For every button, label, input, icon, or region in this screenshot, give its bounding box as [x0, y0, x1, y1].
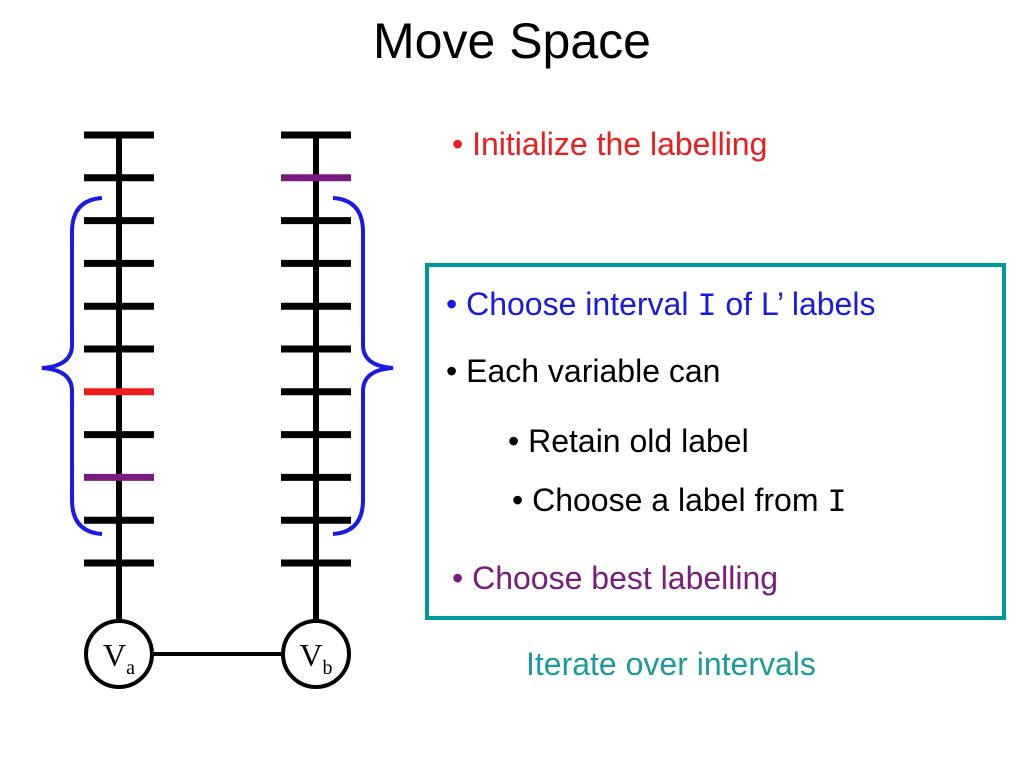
va-label-ticks — [84, 131, 154, 567]
node-va: Va — [84, 619, 154, 689]
node-vb-letter: V — [299, 637, 322, 673]
bullet-retain-old-label: • Retain old label — [508, 423, 749, 459]
bullet-each-variable: • Each variable can — [446, 353, 721, 389]
node-vb-subscript: b — [323, 657, 333, 679]
interval-brace-left — [41, 196, 103, 536]
bullet-choose-label-from: • Choose a label from I — [512, 482, 847, 521]
interval-symbol: I — [697, 288, 717, 325]
interval-symbol-2: I — [827, 484, 847, 521]
bullet-choose-interval: • Choose interval I of L’ labels — [446, 286, 875, 325]
node-vb: Vb — [281, 619, 351, 689]
svg-text:Va: Va — [103, 637, 135, 679]
node-va-letter: V — [103, 637, 126, 673]
page-title: Move Space — [373, 13, 651, 69]
iterate-caption: Iterate over intervals — [526, 646, 816, 682]
choose-interval-prefix: • Choose interval — [446, 286, 698, 322]
interval-brace-right — [332, 196, 394, 536]
bullet-choose-best: • Choose best labelling — [452, 560, 779, 596]
interval-box — [425, 263, 1006, 620]
node-va-subscript: a — [126, 657, 135, 679]
vb-label-ticks — [281, 131, 351, 567]
bullet-initialize: • Initialize the labelling — [452, 126, 768, 162]
svg-text:Vb: Vb — [299, 637, 332, 679]
choose-label-prefix: • Choose a label from — [512, 482, 828, 518]
choose-interval-suffix: of L’ labels — [716, 286, 876, 322]
